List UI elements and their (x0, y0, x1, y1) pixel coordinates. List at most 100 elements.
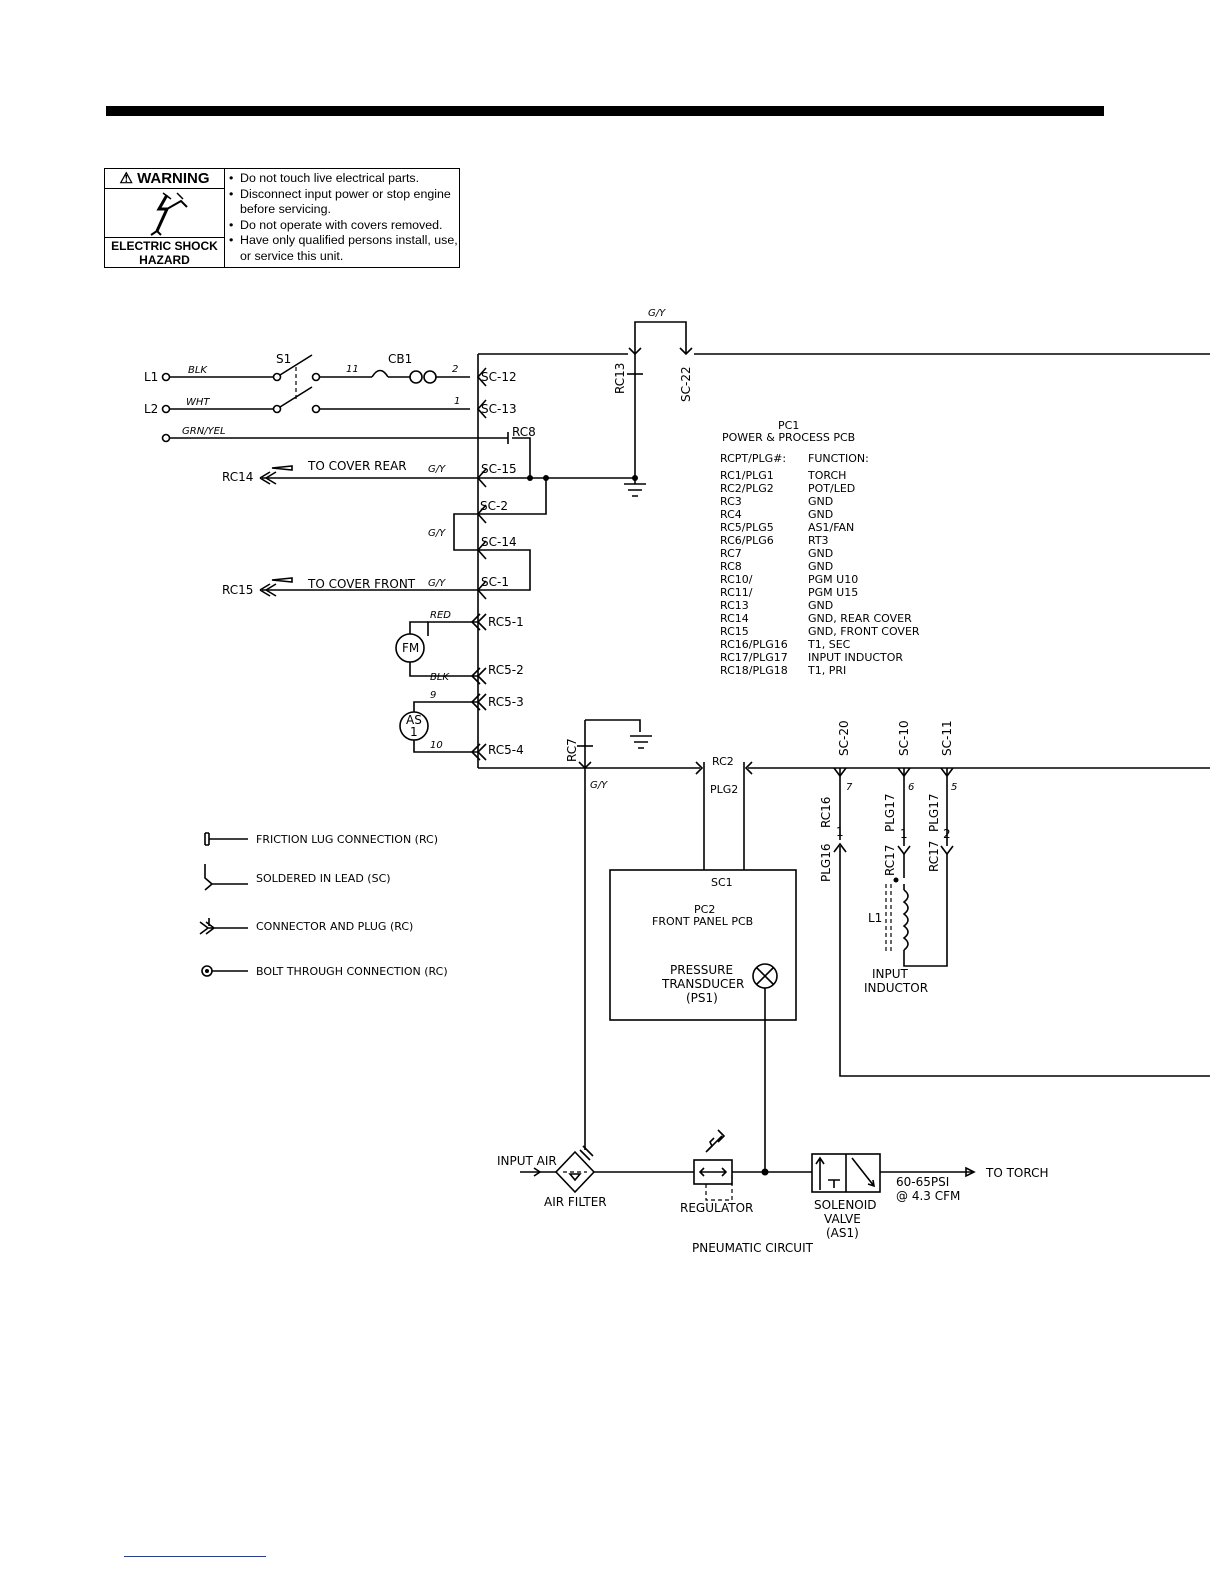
pc1-col-func: FUNCTION: (808, 452, 869, 465)
pc1-row-func: RT3 (808, 534, 829, 547)
label-pc2-sc1: SC1 (711, 876, 733, 889)
label-pt2: TRANSDUCER (661, 977, 744, 991)
pc1-table: PC1 POWER & PROCESS PCB RCPT/PLG#: FUNCT… (720, 419, 920, 677)
wire-7: 7 (846, 782, 853, 793)
pc1-row-rcpt: RC13 (720, 599, 749, 612)
electric-shock-icon (150, 192, 188, 236)
label-rc2: RC2 (712, 755, 734, 768)
label-rc13: RC13 (613, 363, 627, 394)
label-regulator: REGULATOR (680, 1201, 753, 1215)
pc1-row-func: TORCH (807, 469, 846, 482)
wire-6: 6 (908, 782, 914, 793)
label-plg17-b-pin: 2 (943, 827, 951, 841)
pc1-row-rcpt: RC16/PLG16 (720, 638, 788, 651)
wire-red: RED (430, 610, 451, 621)
pc1-row-func: PGM U10 (808, 573, 858, 586)
pc1-row-func: GND (808, 599, 833, 612)
warning-item: Disconnect input power or stop engine be… (229, 187, 461, 218)
label-ind2: INDUCTOR (864, 981, 928, 995)
as1-number: 1 (410, 725, 418, 739)
label-l1: L1 (144, 370, 158, 384)
wiring (161, 321, 1210, 1172)
label-pt1: PRESSURE (670, 963, 733, 977)
legend-connector-plug: CONNECTOR AND PLUG (RC) (256, 920, 413, 933)
label-rc5-2: RC5-2 (488, 663, 524, 677)
pc1-row-rcpt: RC5/PLG5 (720, 521, 774, 534)
label-plg17-a-pin: 1 (900, 827, 908, 841)
label-pt3: (PS1) (686, 991, 718, 1005)
label-sc14: SC-14 (481, 535, 517, 549)
pc1-row-func: T1, PRI (807, 664, 846, 677)
label-rc15: RC15 (222, 583, 253, 597)
label-l2: L2 (144, 402, 158, 416)
pc1-row-func: GND (808, 508, 833, 521)
label-psi: 60-65PSI (896, 1175, 949, 1189)
pc1-row-rcpt: RC6/PLG6 (720, 534, 774, 547)
label-sc10: SC-10 (897, 720, 911, 756)
label-sc11: SC-11 (940, 720, 954, 756)
label-ind1: INPUT (872, 967, 909, 981)
warning-list: Do not touch live electrical parts. Disc… (229, 171, 461, 264)
pc1-row-func: GND (808, 560, 833, 573)
label-pc2: PC2 (694, 903, 715, 916)
label-s1: S1 (276, 352, 291, 366)
label-cfm: @ 4.3 CFM (896, 1189, 960, 1203)
wire-gy-14: G/Y (428, 528, 446, 539)
pc1-row-func: POT/LED (808, 482, 855, 495)
wire-gy-rc7: G/Y (590, 780, 608, 791)
legend-bolt-through: BOLT THROUGH CONNECTION (RC) (256, 965, 448, 978)
wire-1: 1 (454, 396, 460, 407)
pc1-row-rcpt: RC17/PLG17 (720, 651, 788, 664)
label-rc17-a: RC17 (883, 845, 897, 876)
label-plg16: PLG16 (819, 844, 833, 883)
label-rc16-pin: 1 (836, 825, 844, 839)
wire-blk: BLK (188, 365, 208, 376)
label-sc22: SC-22 (679, 366, 693, 402)
label-input-air: INPUT AIR (497, 1154, 557, 1168)
label-plg17-b: PLG17 (927, 794, 941, 833)
warning-title-text: WARNING (137, 170, 210, 187)
warning-title: ⚠ WARNING (105, 169, 224, 189)
wire-blk2: BLK (430, 672, 450, 683)
label-to-rear: TO COVER REAR (307, 459, 407, 473)
label-rc8: RC8 (512, 425, 536, 439)
pc1-row-rcpt: RC2/PLG2 (720, 482, 774, 495)
warning-item: Have only qualified persons install, use… (229, 233, 461, 264)
pc1-subtitle: POWER & PROCESS PCB (722, 431, 855, 444)
label-sv3: (AS1) (826, 1226, 859, 1240)
wire-9: 9 (430, 690, 436, 701)
label-sc12: SC-12 (481, 370, 517, 384)
wire-gy-15: G/Y (428, 464, 446, 475)
footer-rule (124, 1556, 266, 1557)
pc1-row-rcpt: RC14 (720, 612, 749, 625)
pc1-row-func: T1, SEC (807, 638, 851, 651)
pc1-row-func: GND, FRONT COVER (808, 625, 920, 638)
pc1-row-rcpt: RC15 (720, 625, 749, 638)
label-rc5-3: RC5-3 (488, 695, 524, 709)
label-rc14: RC14 (222, 470, 253, 484)
wire-gy-1: G/Y (428, 578, 446, 589)
pc1-row-func: INPUT INDUCTOR (808, 651, 903, 664)
pneumatic-circuit (520, 1129, 976, 1201)
label-sc2: SC-2 (480, 499, 508, 513)
label-plg17-a: PLG17 (883, 794, 897, 833)
label-sc20: SC-20 (837, 720, 851, 756)
warning-item: Do not touch live electrical parts. (229, 171, 461, 187)
wire-11: 11 (346, 364, 359, 375)
label-l1-inductor: L1 (868, 911, 882, 925)
label-sc13: SC-13 (481, 402, 517, 416)
label-sc15: SC-15 (481, 462, 517, 476)
wire-gy-top: G/Y (648, 308, 666, 319)
label-air-filter: AIR FILTER (544, 1195, 607, 1209)
label-pc2-sub: FRONT PANEL PCB (652, 915, 753, 928)
label-rc17-b: RC17 (927, 841, 941, 872)
label-plg2: PLG2 (710, 783, 738, 796)
wire-grn-yel: GRN/YEL (182, 426, 226, 437)
wire-2: 2 (452, 364, 458, 375)
pc1-row-rcpt: RC4 (720, 508, 742, 521)
labels: L1 L2 BLK WHT GRN/YEL S1 CB1 11 2 1 SC-1… (144, 308, 1049, 1255)
pc1-row-rcpt: RC10/ (720, 573, 753, 586)
pc1-col-rcpt: RCPT/PLG#: (720, 452, 786, 465)
